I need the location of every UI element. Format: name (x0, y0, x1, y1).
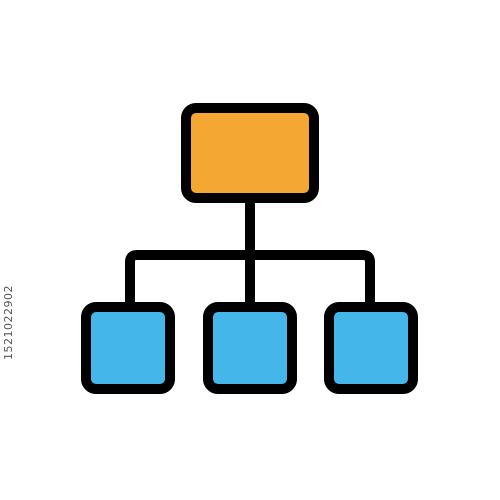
root-node (181, 103, 319, 203)
watermark-id: 1521022902 (2, 285, 15, 360)
child-node-right (324, 302, 418, 394)
child-node-left (81, 302, 175, 394)
branch-connector (125, 250, 375, 310)
child-node-center (203, 302, 297, 394)
connector-lines (125, 195, 375, 310)
